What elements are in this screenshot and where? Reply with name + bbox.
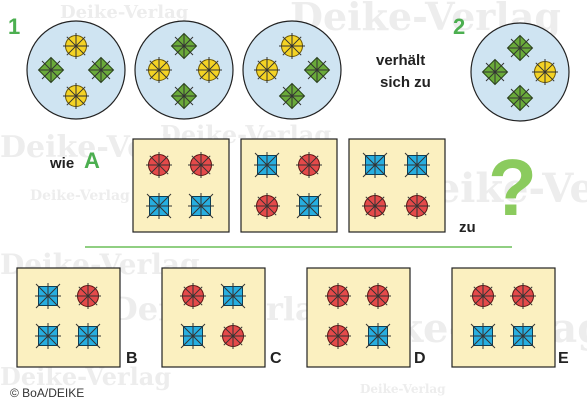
option-b[interactable]: [16, 267, 121, 368]
watermark: Deike-Verlag: [360, 382, 446, 396]
watermark: Deike-Verlag: [30, 188, 130, 204]
verhaelt-label: verhält: [376, 52, 426, 69]
option-d-label[interactable]: D: [414, 350, 426, 367]
question-mark: ?: [488, 143, 537, 232]
option-e[interactable]: [451, 267, 556, 368]
option-c-label[interactable]: C: [270, 350, 282, 367]
middle-square-3: [348, 138, 446, 233]
middle-square-2: [240, 138, 338, 233]
label-a: A: [84, 148, 100, 173]
wie-label: wie: [50, 155, 75, 172]
zu-label: zu: [459, 219, 476, 236]
copyright: © BoA/DEIKE: [10, 386, 85, 400]
top-circle-4: [470, 22, 570, 122]
watermark: Deike-Verlag: [60, 2, 189, 23]
top-circle-2: [134, 20, 234, 120]
task-number-1: 1: [8, 14, 21, 39]
sich-zu-label: sich zu: [380, 74, 431, 91]
top-circle-3: [242, 20, 342, 120]
option-d[interactable]: [306, 267, 411, 368]
option-b-label[interactable]: B: [126, 350, 138, 367]
option-e-label[interactable]: E: [558, 350, 569, 367]
task-number-2: 2: [453, 14, 466, 39]
option-c[interactable]: [161, 267, 266, 368]
middle-square-1: [132, 138, 230, 233]
top-circle-1: [26, 20, 126, 120]
